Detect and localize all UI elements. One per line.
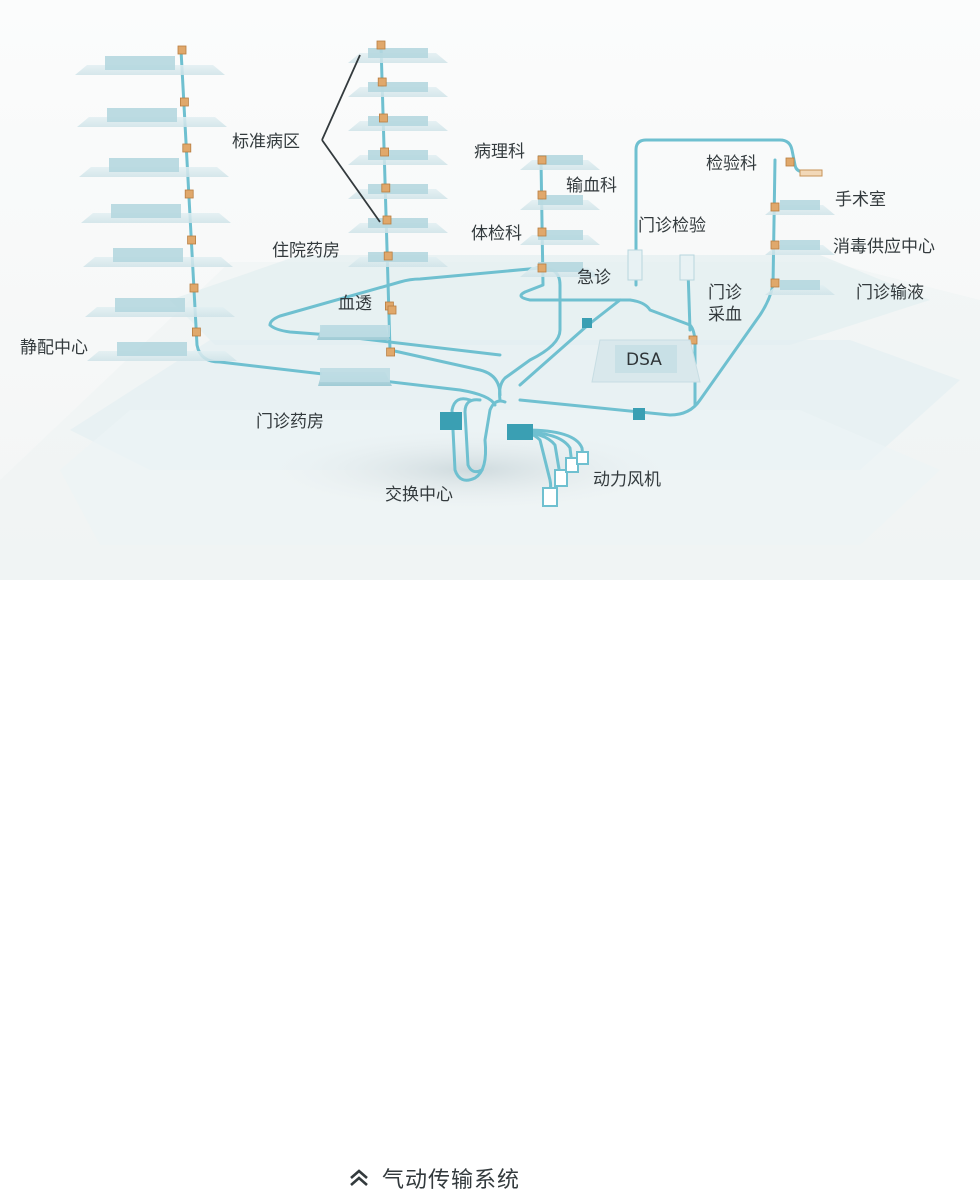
- left-tower-floor: [77, 108, 227, 127]
- department-station: [537, 190, 547, 200]
- pipe-exchange-coil: [450, 397, 507, 482]
- left-tower-floor: [85, 298, 235, 317]
- label-sterile-supply: 消毒供应中心: [833, 237, 935, 257]
- pipe-network: [179, 43, 807, 497]
- ward-floor: [348, 218, 448, 233]
- department-station: [537, 227, 547, 237]
- right-department-station: [770, 240, 780, 250]
- floor-plates: [75, 48, 835, 361]
- label-surgery: 手术室: [835, 190, 886, 210]
- department-station: [537, 263, 547, 273]
- ward-station: [381, 183, 391, 193]
- terminal-stations: [177, 40, 823, 357]
- right-department-station: [770, 202, 780, 212]
- label-iv-center: 静配中心: [20, 338, 88, 358]
- left-tower-station: [182, 143, 192, 153]
- left-tower-station: [187, 235, 197, 245]
- label-dialysis: 血透: [338, 294, 372, 314]
- ward-floor: [348, 252, 448, 267]
- department-floor: [520, 195, 600, 210]
- caption-bar: 气动传输系统: [0, 580, 980, 1193]
- ward-station: [380, 147, 390, 157]
- left-tower-floor: [81, 204, 231, 223]
- label-inpatient-pharmacy: 住院药房: [272, 241, 340, 261]
- double-chevron-up-icon: [350, 1169, 368, 1186]
- exchange-center-unit: [440, 318, 645, 440]
- label-blower: 动力风机: [593, 470, 661, 490]
- right-department-floor: [765, 240, 835, 255]
- left-tower-station: [179, 97, 189, 107]
- pipe-ground-loop-2: [268, 323, 502, 357]
- left-tower-station: [191, 327, 201, 337]
- ward-floor: [348, 116, 448, 131]
- left-tower-floor: [79, 158, 229, 177]
- department-floor: [520, 155, 600, 170]
- ward-station: [376, 40, 386, 50]
- left-tower-station: [184, 189, 194, 199]
- pipe-blower-4: [523, 428, 585, 460]
- label-checkup: 体检科: [471, 224, 522, 244]
- ward-station: [383, 251, 393, 261]
- lab-station: [785, 157, 795, 167]
- ward-station: [386, 347, 396, 357]
- label-outpatient-infusion: 门诊输液: [856, 283, 924, 303]
- surgery-station: [799, 169, 823, 177]
- pipe-exchange-coil-2: [463, 398, 484, 474]
- label-outpatient-lab: 门诊检验: [638, 216, 706, 236]
- label-lab: 检验科: [706, 154, 757, 174]
- label-outpatient-blood-2: 采血: [708, 305, 742, 325]
- ward-station: [377, 77, 387, 87]
- pneumatic-system-diagram: [0, 40, 980, 580]
- department-station: [537, 155, 547, 165]
- ward-station: [378, 113, 388, 123]
- ward-station: [382, 215, 392, 225]
- ward-floor: [348, 48, 448, 63]
- ground-boxes: [317, 249, 701, 386]
- right-department-floor: [765, 200, 835, 215]
- label-emergency: 急诊: [577, 268, 611, 288]
- base-floors: [0, 255, 980, 580]
- label-exchange-center: 交换中心: [385, 485, 453, 505]
- right-department-floor: [765, 280, 835, 295]
- blower-units: [542, 451, 589, 507]
- diagram-canvas: 标准病区 病理科 输血科 体检科 急诊 门诊检验 检验科 手术室 消毒供应中心 …: [0, 0, 980, 580]
- ward-bracket: [321, 54, 381, 223]
- left-tower-floor: [75, 56, 225, 75]
- pipe-lab-main: [634, 138, 807, 287]
- ward-floor: [348, 150, 448, 165]
- label-outpatient-blood-1: 门诊: [708, 283, 742, 303]
- label-transfusion: 输血科: [566, 176, 617, 196]
- label-outpatient-pharmacy: 门诊药房: [256, 412, 324, 432]
- left-tower-floor: [87, 342, 237, 361]
- left-tower-floor: [83, 248, 233, 267]
- caption-text: 气动传输系统: [382, 1168, 521, 1193]
- label-ward: 标准病区: [232, 132, 300, 152]
- left-tower-station: [177, 45, 187, 55]
- caption: 气动传输系统: [348, 1158, 520, 1198]
- left-tower-station: [189, 283, 199, 293]
- label-pathology: 病理科: [474, 142, 525, 162]
- right-department-station: [770, 278, 780, 288]
- dialysis-station: [387, 305, 397, 315]
- department-floor: [520, 230, 600, 245]
- ward-floor: [348, 184, 448, 199]
- label-dsa: DSA: [626, 350, 662, 370]
- ward-floor: [348, 82, 448, 97]
- pipe-pathology-riser: [519, 158, 632, 302]
